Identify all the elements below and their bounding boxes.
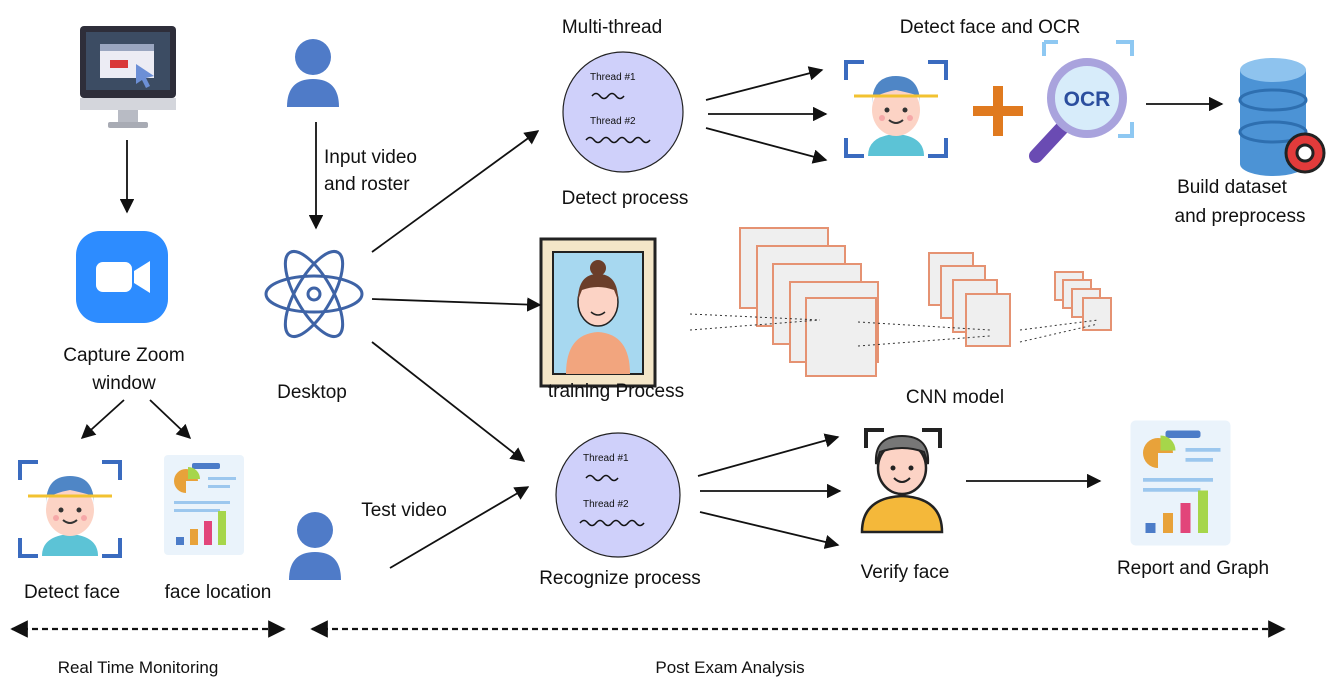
detect-process-label: Detect process <box>562 188 689 209</box>
face-scan-icon <box>844 60 948 158</box>
verify-face-icon <box>860 428 944 534</box>
input-video-label-2: and roster <box>324 174 410 195</box>
plus-icon <box>973 86 1023 136</box>
desktop-label: Desktop <box>277 382 347 403</box>
monitor-icon <box>80 26 176 128</box>
test-video-label: Test video <box>361 500 447 521</box>
thread-1-label: Thread #1 <box>583 453 629 464</box>
person-icon <box>287 39 339 107</box>
zoom-icon <box>76 231 168 323</box>
training-process-label: training Process <box>548 381 684 402</box>
detect-thread-circle: Thread #1 Thread #2 <box>562 51 684 173</box>
input-video-label-1: Input video <box>324 147 417 168</box>
capture-label-1: Capture Zoom <box>63 345 184 366</box>
ocr-text: OCR <box>1064 88 1111 111</box>
flow-arrows <box>80 66 1224 569</box>
detect-face-ocr-label: Detect face and OCR <box>900 17 1081 38</box>
verify-face-label: Verify face <box>861 562 950 583</box>
face-scan-icon <box>18 460 122 558</box>
multi-thread-label: Multi-thread <box>562 17 662 38</box>
real-time-label: Real Time Monitoring <box>58 658 219 677</box>
person-icon <box>289 512 341 580</box>
build-dataset-label-1: Build dataset <box>1177 177 1288 198</box>
recognize-thread-circle: Thread #1 Thread #2 <box>555 432 681 558</box>
capture-label-2: window <box>91 373 156 394</box>
thread-2-label: Thread #2 <box>583 499 629 510</box>
portrait-icon <box>539 237 657 388</box>
detect-face-label: Detect face <box>24 582 120 603</box>
recognize-process-label: Recognize process <box>539 568 701 589</box>
thread-2-label: Thread #2 <box>590 116 636 127</box>
ocr-magnifier-icon: OCR <box>1029 40 1134 163</box>
database-gear-icon <box>1238 58 1326 176</box>
cnn-model-label: CNN model <box>906 387 1004 408</box>
face-location-label: face location <box>165 582 272 603</box>
post-exam-label: Post Exam Analysis <box>655 658 804 677</box>
cnn-dotted-connectors <box>689 313 1099 347</box>
build-dataset-label-2: and preprocess <box>1175 206 1306 227</box>
atom-icon <box>264 249 364 339</box>
report-icon <box>164 455 244 555</box>
cnn-model-block <box>739 227 1112 377</box>
thread-1-label: Thread #1 <box>590 72 636 83</box>
report-graph-label: Report and Graph <box>1117 558 1269 579</box>
report-icon <box>1130 420 1231 546</box>
